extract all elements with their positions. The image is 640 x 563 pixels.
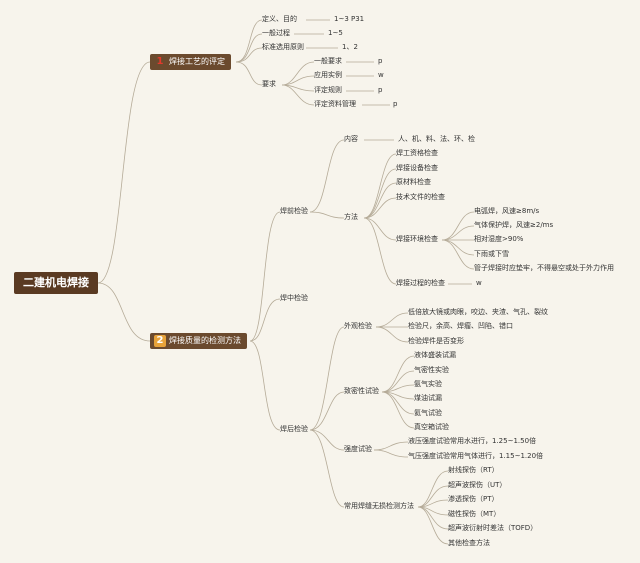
branch-label: 焊接质量的检测方法 (169, 336, 241, 345)
branch-number-1: 1 (156, 56, 164, 67)
node-tightness-test[interactable]: 致密性试验 (344, 387, 379, 395)
node-content[interactable]: 内容 (344, 135, 358, 143)
node-welder-qualification[interactable]: 焊工资格检查 (396, 149, 438, 157)
node-mid-weld-inspection[interactable]: 焊中检验 (280, 294, 308, 302)
node-document-check[interactable]: 技术文件的检查 (396, 193, 445, 201)
node-ammonia-test[interactable]: 氨气实验 (414, 380, 442, 388)
node-general-process[interactable]: 一般过程 (262, 29, 290, 37)
note-application-example: w (378, 71, 384, 79)
node-ndt-other[interactable]: 其他检查方法 (448, 539, 490, 547)
node-material-check[interactable]: 原材料检查 (396, 178, 431, 186)
node-pneumatic-test[interactable]: 气压强度试验常用气体进行，1.15~1.20倍 (408, 452, 544, 460)
node-visual-inspection[interactable]: 外观检验 (344, 322, 372, 330)
node-ndt-pt[interactable]: 渗透探伤（PT） (448, 495, 499, 503)
node-requirements[interactable]: 要求 (262, 80, 276, 88)
branch-label: 焊接工艺的评定 (169, 57, 225, 66)
root-node[interactable]: 二建机电焊接 (14, 272, 98, 294)
node-hydraulic-test[interactable]: 液压强度试验常用水进行，1.25~1.50倍 (408, 437, 537, 445)
note-general-requirements: p (378, 57, 383, 65)
node-ndt-mt[interactable]: 磁性探伤（MT） (448, 510, 501, 518)
node-content-value[interactable]: 人、机、料、法、环、检 (398, 135, 475, 143)
node-kerosene-test[interactable]: 煤油试漏 (414, 394, 442, 402)
node-qualification-rules[interactable]: 评定规则 (314, 86, 342, 94)
node-pre-weld-inspection[interactable]: 焊前检验 (280, 207, 308, 215)
node-standard-selection[interactable]: 标准选用原则 (262, 43, 304, 51)
node-general-requirements[interactable]: 一般要求 (314, 57, 342, 65)
node-record-management[interactable]: 评定资料管理 (314, 100, 356, 108)
node-visual-magnifier[interactable]: 低倍放大镜或肉眼，咬边、夹渣、气孔、裂纹 (408, 308, 548, 316)
node-rain-snow[interactable]: 下雨或下雪 (474, 250, 509, 258)
node-equipment-check[interactable]: 焊接设备检查 (396, 164, 438, 172)
note-qualification-rules: p (378, 86, 383, 94)
node-environment-check[interactable]: 焊接环境检查 (396, 235, 438, 243)
node-pipe-support[interactable]: 管子焊接时应垫牢，不得悬空或处于外力作用 (474, 264, 614, 272)
node-ndt-ut[interactable]: 超声波探伤（UT） (448, 481, 507, 489)
node-strength-test[interactable]: 强度试验 (344, 445, 372, 453)
node-ndt-methods[interactable]: 常用焊缝无损检测方法 (344, 502, 414, 510)
note-definition-purpose: 1~3 P31 (334, 15, 365, 23)
node-gas-wind-speed[interactable]: 气体保护焊，风速≥2/ms (474, 221, 554, 229)
node-helium-test[interactable]: 氦气试验 (414, 409, 442, 417)
node-visual-gauge[interactable]: 检验尺，余高、焊瘤、凹陷、错口 (408, 322, 513, 330)
note-process-check: w (476, 279, 482, 287)
node-process-check[interactable]: 焊接过程的检查 (396, 279, 445, 287)
node-method[interactable]: 方法 (344, 213, 358, 221)
node-post-weld-inspection[interactable]: 焊后检验 (280, 425, 308, 433)
branch-number-2: 2 (154, 335, 166, 347)
node-liquid-leak-test[interactable]: 液体盛装试漏 (414, 351, 456, 359)
node-humidity[interactable]: 相对湿度>90% (474, 235, 524, 243)
note-general-process: 1~5 (328, 29, 343, 37)
note-record-management: p (393, 100, 398, 108)
node-definition-purpose[interactable]: 定义、目的 (262, 15, 297, 23)
node-vacuum-box-test[interactable]: 真空箱试验 (414, 423, 449, 431)
node-air-tightness[interactable]: 气密性实验 (414, 366, 449, 374)
node-arc-wind-speed[interactable]: 电弧焊，风速≥8m/s (474, 207, 540, 215)
branch-welding-procedure-qualification[interactable]: 1 焊接工艺的评定 (150, 54, 231, 70)
note-standard-selection: 1、2 (342, 43, 358, 51)
node-application-example[interactable]: 应用实例 (314, 71, 342, 79)
node-visual-deformation[interactable]: 检验焊件是否变形 (408, 337, 464, 345)
node-ndt-tofd[interactable]: 超声波衍射时差法（TOFD） (448, 524, 538, 532)
node-ndt-rt[interactable]: 射线探伤（RT） (448, 466, 499, 474)
